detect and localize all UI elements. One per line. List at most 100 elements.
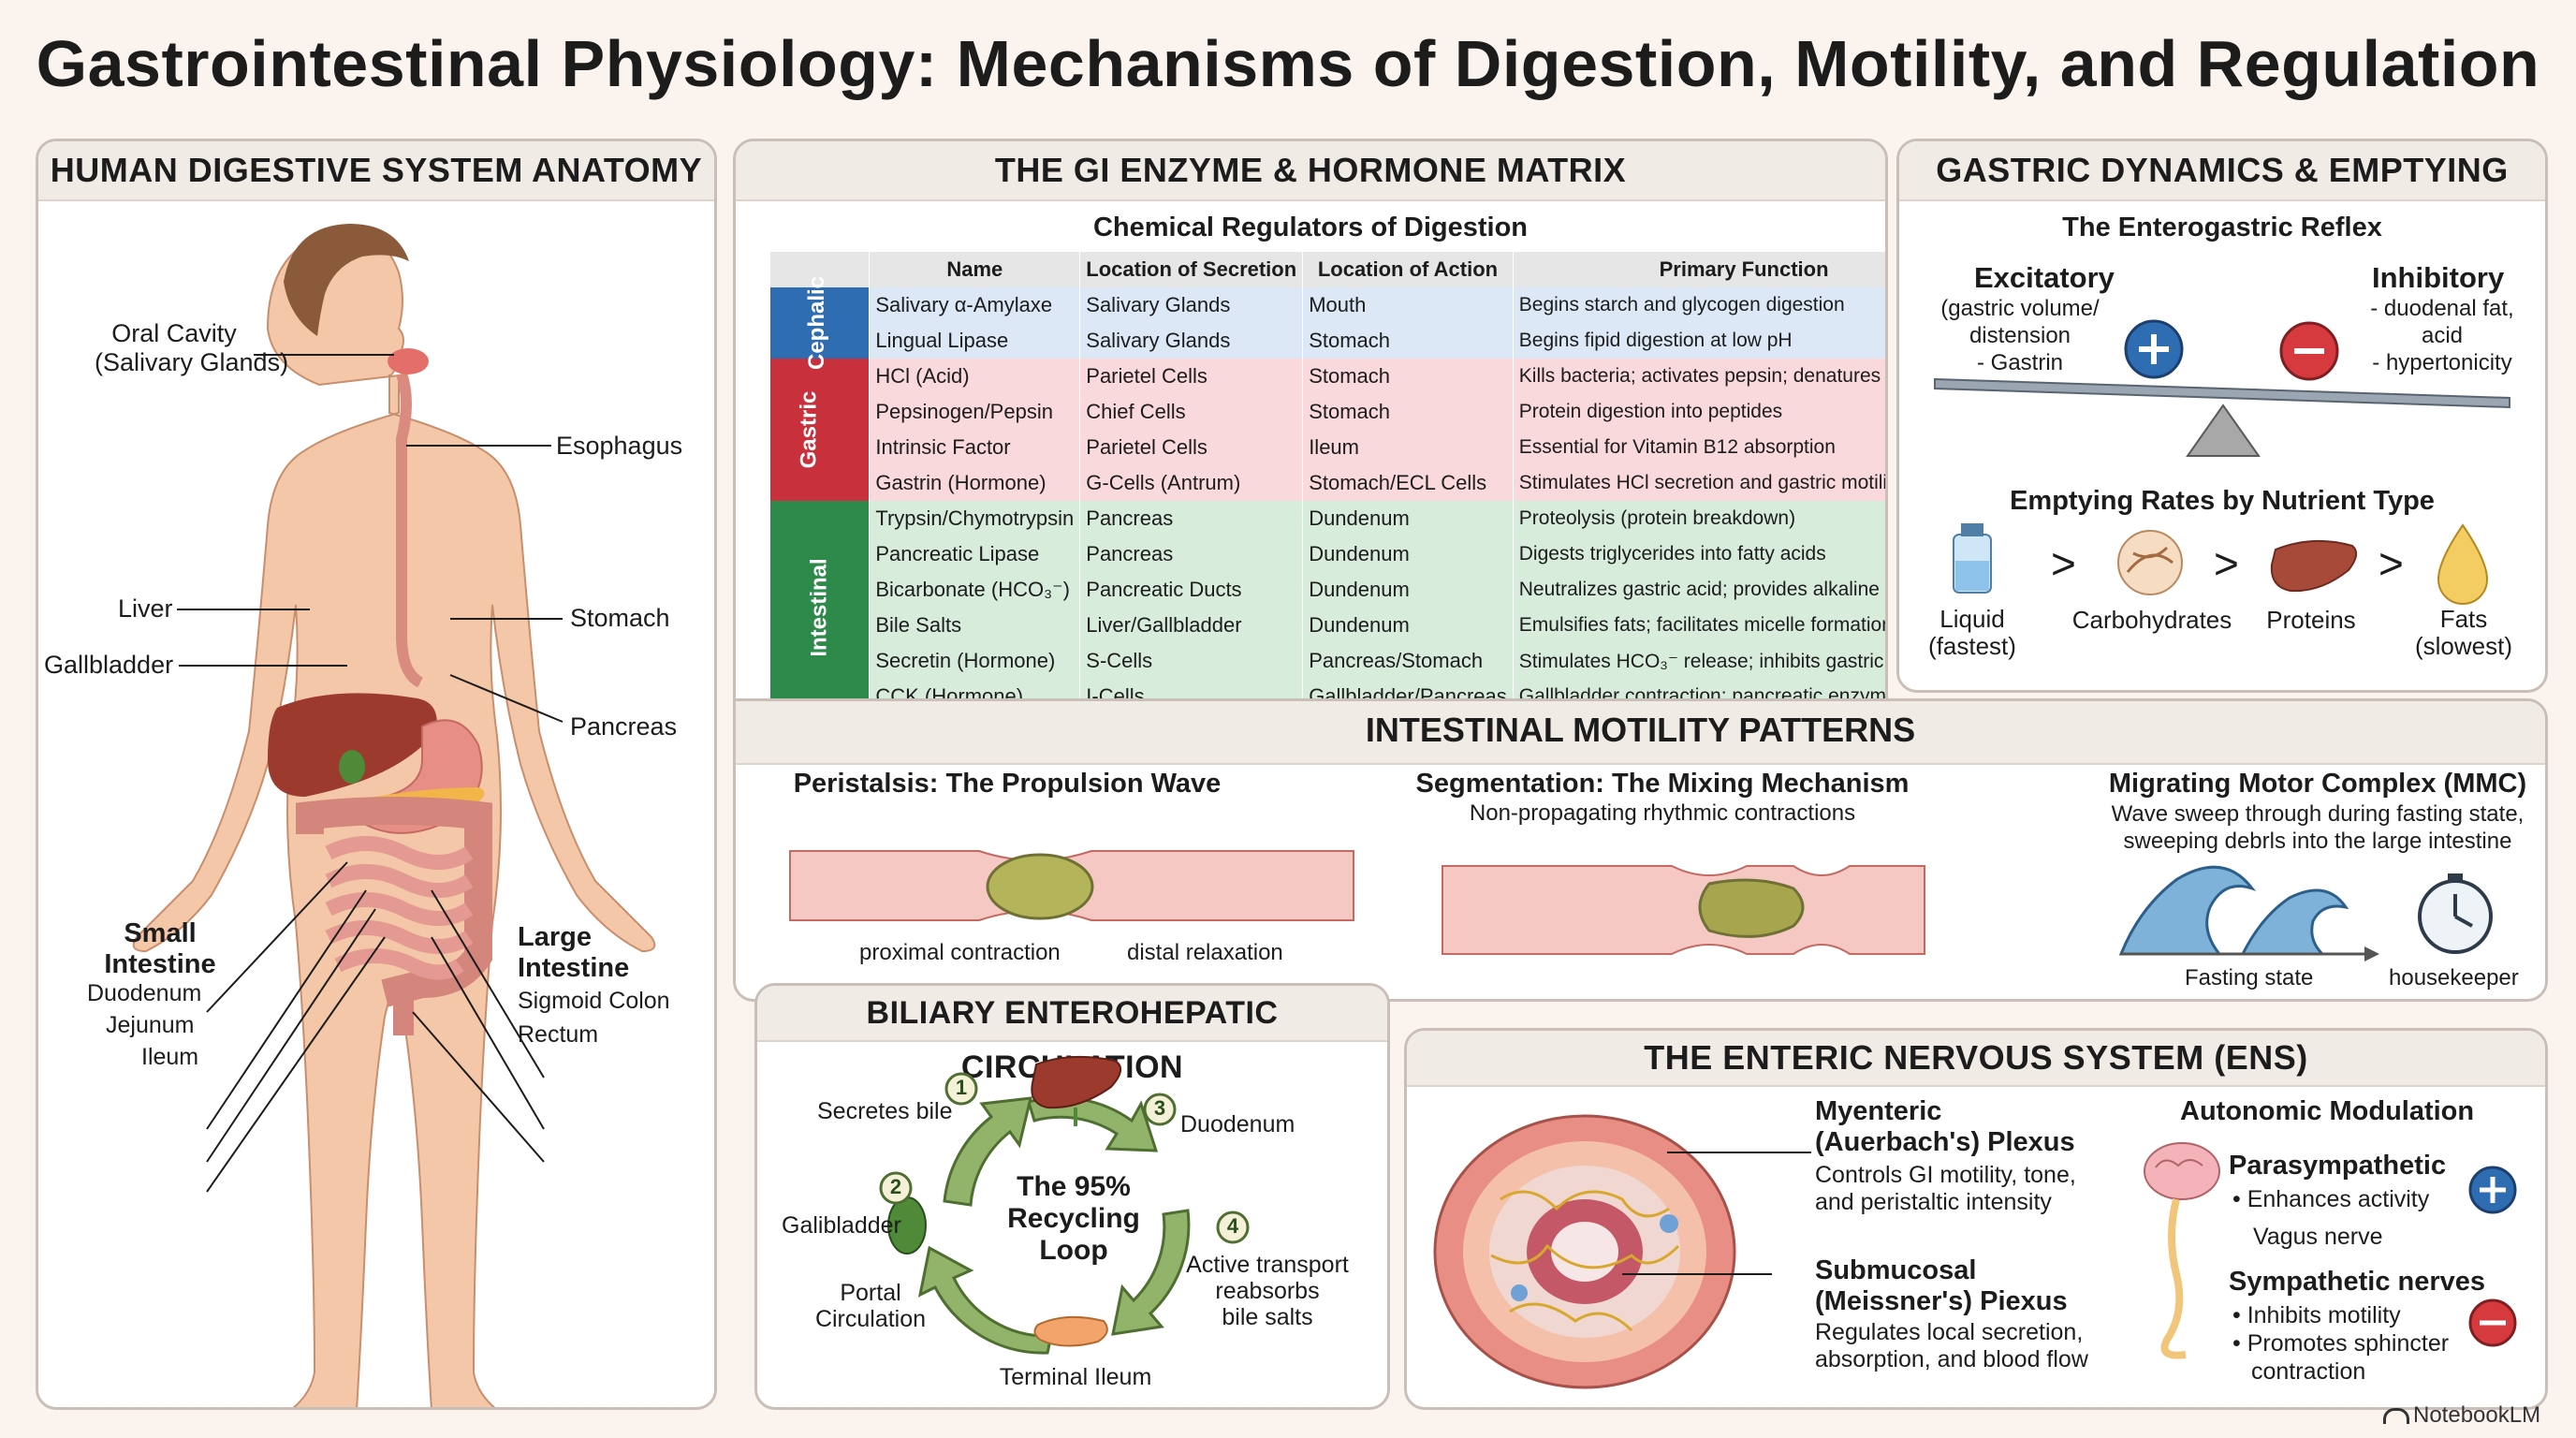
brand-text: NotebookLM: [2413, 1402, 2541, 1428]
matrix-cell: Protein digestion into peptides: [1513, 394, 1885, 430]
secretes-bile-label: Secretes bile: [817, 1098, 953, 1124]
autonomic-modulation-title: Autonomic Modulation: [2180, 1096, 2475, 1126]
ileum-icon: [1033, 1315, 1108, 1347]
label-pancreas: Pancreas: [570, 712, 678, 741]
matrix-cell: Dundenum: [1302, 501, 1514, 536]
matrix-cell: Intrinsic Factor: [869, 430, 1081, 465]
matrix-cell: Salivary Glands: [1079, 323, 1304, 359]
fats-droplet-icon: [2437, 523, 2489, 605]
protein-liver-icon: [2270, 539, 2358, 593]
myenteric-plexus-desc: Controls GI motility, tone,and peristalt…: [1815, 1162, 2076, 1215]
matrix-cell: Essential for Vitamin B12 absorption: [1513, 430, 1885, 465]
matrix-cell: Parietel Cells: [1079, 430, 1304, 465]
label-duodenum: Duodenum: [87, 980, 202, 1006]
sympathetic-effect-3: contraction: [2251, 1358, 2366, 1385]
peristalsis-title: Peristalsis: The Propulsion Wave: [793, 769, 1222, 799]
matrix-cell: Mouth: [1302, 287, 1514, 323]
matrix-cell: Digests triglycerides into fatty acids: [1513, 536, 1885, 572]
recycling-loop-diagram: [879, 1055, 1250, 1355]
page-title: Gastrointestinal Physiology: Mechanisms …: [36, 27, 2540, 100]
matrix-cell: Begins fipid digestion at low pH: [1513, 323, 1885, 359]
greater-than-1: >: [2051, 539, 2076, 588]
carbohydrates-label: Carbohydrates: [2071, 606, 2232, 634]
matrix-cell: Salivary Glands: [1079, 287, 1304, 323]
step-4-number: 4: [1226, 1214, 1239, 1238]
matrix-cell: Stomach: [1302, 323, 1514, 359]
parasympathetic-title: Parasympathetic: [2229, 1151, 2447, 1181]
biliary-panel: BILIARY ENTEROHEPATIC CIRCULATION 1 2 3 …: [754, 983, 1390, 1410]
matrix-cell: Pancreas: [1079, 501, 1304, 536]
emptying-rates-title: Emptying Rates by Nutrient Type: [2010, 486, 2435, 516]
label-jejunum: Jejunum: [106, 1012, 195, 1038]
ens-illustrations: [1433, 1114, 2517, 1389]
step-3-number: 3: [1153, 1096, 1166, 1120]
segmentation-title: Segmentation: The Mixing Mechanism: [1415, 769, 1910, 799]
matrix-cell: Proteolysis (protein breakdown): [1513, 501, 1885, 536]
inhibitory-label: Inhibitory: [2372, 261, 2505, 294]
mmc-title: Migrating Motor Complex (MMC): [2108, 769, 2527, 799]
liquid-bottle-icon: [1953, 523, 1992, 594]
matrix-cell: Neutralizes gastric acid; provides alkal…: [1513, 572, 1885, 608]
matrix-cell: Liver/Gallbladder: [1079, 608, 1304, 643]
segmentation-tube: [1442, 865, 1925, 955]
matrix-cell: Bile Salts: [869, 608, 1081, 643]
inhibitory-details: - duodenal fat,acid- hypertonicity: [2370, 296, 2514, 375]
matrix-cell: Pancreatic Ducts: [1079, 572, 1304, 608]
matrix-cell: Gastrin (Hormone): [869, 465, 1081, 501]
matrix-cell: Dundenum: [1302, 608, 1514, 643]
motility-heading: INTESTINAL MOTILITY PATTERNS: [1365, 711, 1916, 749]
matrix-group-label: Intestinal: [770, 501, 871, 714]
food-bolus: [986, 853, 1094, 920]
label-esophagus: Esophagus: [556, 432, 683, 460]
sympathetic-effect-1: • Inhibits motility: [2232, 1302, 2401, 1328]
matrix-cell: Emulsifies fats; facilitates micelle for…: [1513, 608, 1885, 643]
label-liver: Liver: [118, 594, 173, 623]
greater-than-2: >: [2214, 539, 2239, 588]
motility-panel: INTESTINAL MOTILITY PATTERNS Peristalsis…: [733, 698, 2548, 1002]
matrix-group-label-text: Gastric: [796, 390, 822, 469]
matrix-cell: Salivary α-Amylaxe: [869, 287, 1081, 323]
carbohydrates-icon: [2117, 530, 2183, 595]
matrix-panel: THE GI ENZYME & HORMONE MATRIX Chemical …: [733, 139, 1888, 734]
greater-than-3: >: [2378, 539, 2404, 588]
gallbladder-label: Galibladder: [782, 1212, 901, 1239]
step-2-number: 2: [889, 1175, 902, 1198]
label-stomach: Stomach: [570, 604, 670, 632]
reflex-seesaw: [1934, 319, 2510, 457]
excitatory-details: (gastric volume/distension- Gastrin: [1940, 296, 2100, 375]
notebooklm-watermark: NotebookLM: [2383, 1402, 2540, 1429]
matrix-cell: Lingual Lipase: [869, 323, 1081, 359]
liquid-label: Liquid(fastest): [1928, 605, 2016, 660]
matrix-group-label: Gastric: [770, 359, 871, 501]
matrix-cell: Ileum: [1302, 430, 1514, 465]
matrix-cell: Kills bacteria; activates pepsin; denatu…: [1513, 359, 1885, 394]
matrix-column-header: Name: [869, 252, 1081, 287]
mmc-subtitle: Wave sweep through during fasting state,…: [2111, 801, 2525, 854]
sympathetic-title: Sympathetic nerves: [2229, 1267, 2486, 1297]
ens-heading: THE ENTERIC NERVOUS SYSTEM (ENS): [1407, 1031, 2545, 1087]
matrix-cell: Parietel Cells: [1079, 359, 1304, 394]
matrix-cell: Trypsin/Chymotrypsin: [869, 501, 1081, 536]
mmc-wave: [2118, 865, 2379, 961]
ens-panel: THE ENTERIC NERVOUS SYSTEM (ENS): [1404, 1028, 2548, 1410]
matrix-cell: Stomach/ECL Cells: [1302, 465, 1514, 501]
myenteric-plexus-title: Myenteric(Auerbach's) Plexus: [1815, 1096, 2075, 1157]
intestine-cross-section: [1433, 1114, 1736, 1389]
matrix-column-header: Location of Action: [1302, 252, 1514, 287]
matrix-group-label: Cephalic: [770, 276, 871, 370]
vagus-nerve-label: Vagus nerve: [2253, 1224, 2383, 1250]
matrix-heading: THE GI ENZYME & HORMONE MATRIX: [736, 141, 1885, 201]
distal-relaxation-label: distal relaxation: [1127, 940, 1283, 965]
matrix-cell: Secretin (Hormone): [869, 643, 1081, 679]
proteins-label: Proteins: [2266, 606, 2356, 634]
